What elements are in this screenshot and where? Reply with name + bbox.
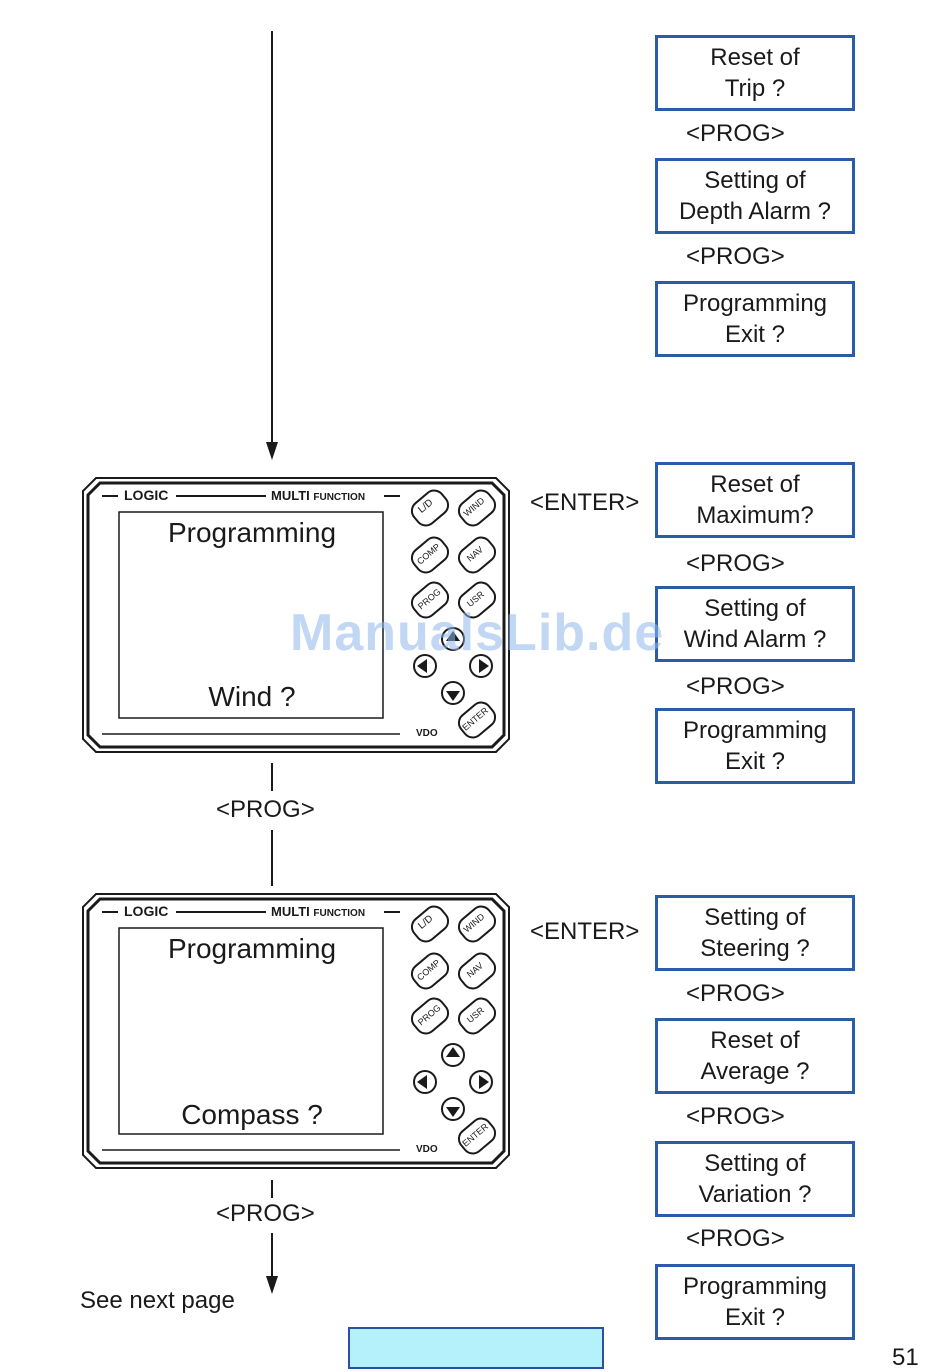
prog-label: <PROG>	[686, 1103, 785, 1130]
prog-label: <PROG>	[216, 796, 315, 823]
flow-line-bottom-a	[271, 1180, 273, 1198]
menu-box-depth-alarm: Setting of Depth Alarm ?	[655, 158, 855, 234]
device-outline	[82, 477, 510, 753]
prog-label: <PROG>	[686, 120, 785, 147]
device-maker: VDO	[416, 728, 438, 739]
flow-arrow-bottom	[266, 1276, 278, 1294]
device-maker: VDO	[416, 1144, 438, 1155]
menu-box-reset-trip: Reset of Trip ?	[655, 35, 855, 111]
device-model: MULTI FUNCTION	[271, 488, 366, 503]
device-brand: LOGIC	[124, 903, 169, 919]
device-brand: LOGIC	[124, 487, 169, 503]
watermark: ManualsLib.de	[290, 604, 665, 662]
device-outline	[82, 893, 510, 1169]
menu-box-programming-exit: Programming Exit ?	[655, 708, 855, 784]
cyan-bar[interactable]	[348, 1327, 604, 1369]
device-model: MULTI FUNCTION	[271, 904, 366, 919]
screen-line-bottom: Compass ?	[181, 1099, 323, 1130]
flow-arrow-top	[266, 442, 278, 460]
screen-line-bottom: Wind ?	[208, 681, 296, 712]
flow-line-mid-b	[271, 830, 273, 886]
menu-box-reset-maximum: Reset of Maximum?	[655, 462, 855, 538]
prog-label: <PROG>	[686, 673, 785, 700]
screen-line-top: Programming	[167, 517, 337, 548]
see-next-page-text: See next page	[80, 1287, 235, 1314]
menu-box-steering: Setting of Steering ?	[655, 895, 855, 971]
prog-label: <PROG>	[216, 1200, 315, 1227]
instrument-device-wind: LOGIC MULTI FUNCTION VDO Programming Win…	[82, 477, 510, 753]
enter-label: <ENTER>	[530, 489, 640, 516]
menu-box-variation: Setting of Variation ?	[655, 1141, 855, 1217]
menu-box-programming-exit: Programming Exit ?	[655, 281, 855, 357]
flow-line-top	[271, 31, 273, 443]
prog-label: <PROG>	[686, 1225, 785, 1252]
screen-line-top: Programming	[167, 933, 337, 964]
enter-label: <ENTER>	[530, 918, 640, 945]
page-number: 51	[892, 1344, 919, 1371]
flow-line-mid-a	[271, 763, 273, 791]
instrument-device-compass: LOGIC MULTI FUNCTION VDO Programming Com…	[82, 893, 510, 1169]
prog-label: <PROG>	[686, 243, 785, 270]
menu-box-programming-exit: Programming Exit ?	[655, 1264, 855, 1340]
prog-label: <PROG>	[686, 550, 785, 577]
flow-line-bottom-b	[271, 1233, 273, 1277]
menu-box-reset-average: Reset of Average ?	[655, 1018, 855, 1094]
prog-label: <PROG>	[686, 980, 785, 1007]
menu-box-wind-alarm: Setting of Wind Alarm ?	[655, 586, 855, 662]
